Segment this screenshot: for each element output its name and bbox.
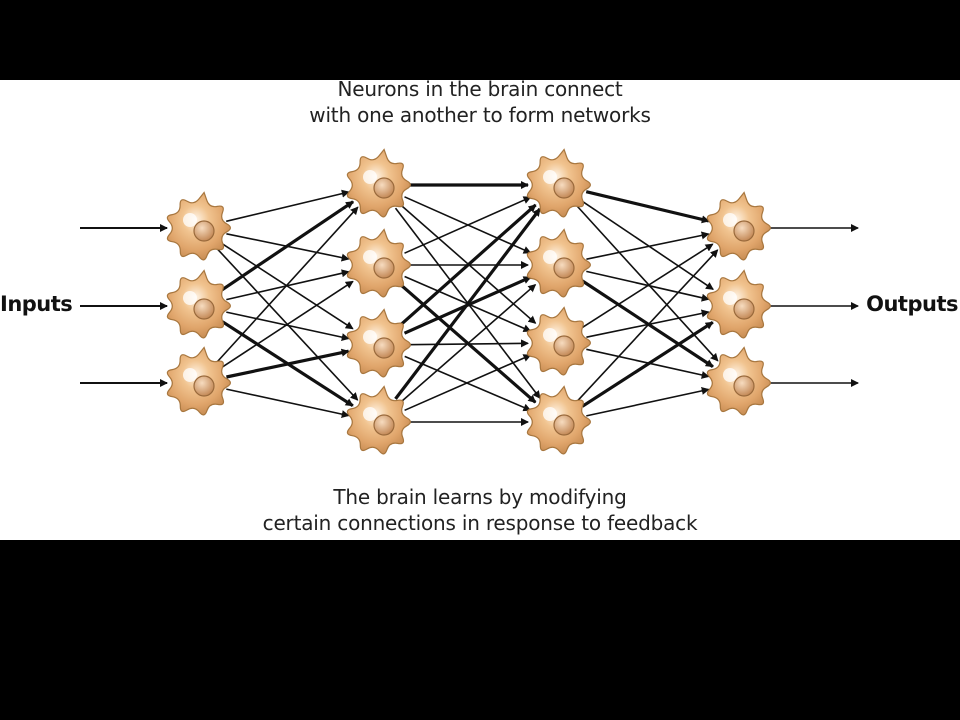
neuron-icon-2-2 (526, 306, 591, 376)
neuron-nucleus (553, 177, 575, 199)
connection-1-3-2 (404, 354, 532, 412)
neuron-icon-2-0 (526, 148, 591, 218)
caption-top-line-2: with one another to form networks (309, 103, 651, 127)
neuron-nucleus (733, 220, 755, 242)
inputs-label: Inputs (0, 292, 73, 316)
connection-2-2-0 (581, 243, 714, 329)
neuron-nucleus (553, 414, 575, 436)
connection-0-2-3 (226, 388, 350, 419)
neuron-nucleus (553, 257, 575, 279)
neuron-nucleus (373, 337, 395, 359)
connection-2-3-1 (581, 320, 714, 408)
neuron-icon-2-1 (526, 228, 591, 298)
connection-2-1-0 (586, 231, 710, 260)
neuron-highlight (723, 213, 737, 227)
neuron-highlight (363, 330, 377, 344)
neuron-nucleus (733, 298, 755, 320)
neuron-icon-3-1 (706, 269, 771, 339)
neuron-highlight (543, 250, 557, 264)
neuron-icon-0-1 (166, 269, 231, 339)
neuron-icon-1-2 (346, 308, 411, 378)
connection-0-1-2 (226, 311, 350, 342)
connections-layer (216, 181, 719, 426)
connection-0-2-0 (216, 206, 359, 363)
neuron-icon-1-1 (346, 228, 411, 298)
neuron-nucleus (373, 257, 395, 279)
neuron-nucleus (193, 298, 215, 320)
neuron-highlight (543, 328, 557, 342)
connection-2-3-2 (586, 386, 710, 417)
neuron-icon-1-3 (346, 385, 411, 455)
neuron-icon-2-3 (526, 385, 591, 455)
neuron-icon-3-2 (706, 346, 771, 416)
connection-1-3-1 (399, 284, 537, 404)
neuron-nucleus (553, 335, 575, 357)
connection-2-0-2 (576, 205, 719, 362)
neuron-highlight (543, 407, 557, 421)
neuron-icon-3-0 (706, 191, 771, 261)
connection-1-1-0 (404, 196, 532, 254)
connection-0-2-2 (226, 348, 350, 379)
connection-2-3-0 (577, 249, 719, 402)
neuron-highlight (363, 250, 377, 264)
caption-top: Neurons in the brain connect with one an… (0, 76, 960, 128)
caption-bottom-line-2: certain connections in response to feedb… (262, 511, 698, 535)
neuron-nucleus (373, 414, 395, 436)
caption-bottom-line-1: The brain learns by modifying (333, 485, 627, 509)
caption-bottom: The brain learns by modifying certain co… (0, 484, 960, 536)
connection-0-0-0 (226, 189, 350, 223)
neuron-highlight (363, 170, 377, 184)
connection-1-3-0 (394, 207, 542, 400)
neuron-highlight (183, 213, 197, 227)
neuron-nucleus (193, 375, 215, 397)
connection-1-2-0 (398, 203, 537, 327)
connection-2-0-1 (581, 200, 714, 290)
neuron-icon-0-0 (166, 191, 231, 261)
neuron-nucleus (373, 177, 395, 199)
neuron-highlight (183, 368, 197, 382)
neuron-highlight (183, 291, 197, 305)
neuron-highlight (363, 407, 377, 421)
neuron-icon-1-0 (346, 148, 411, 218)
neuron-highlight (723, 368, 737, 382)
connection-0-2-1 (221, 280, 354, 368)
connection-2-0-0 (585, 190, 710, 224)
connection-2-1-2 (581, 279, 714, 368)
connection-0-1-0 (221, 200, 354, 292)
neurons-layer (166, 148, 771, 455)
neuron-highlight (543, 170, 557, 184)
neuron-icon-0-2 (166, 346, 231, 416)
neuron-nucleus (733, 375, 755, 397)
neuron-highlight (723, 291, 737, 305)
io-arrows-layer (80, 224, 859, 387)
caption-top-line-1: Neurons in the brain connect (337, 77, 623, 101)
outputs-label: Outputs (866, 292, 958, 316)
neuron-nucleus (193, 220, 215, 242)
